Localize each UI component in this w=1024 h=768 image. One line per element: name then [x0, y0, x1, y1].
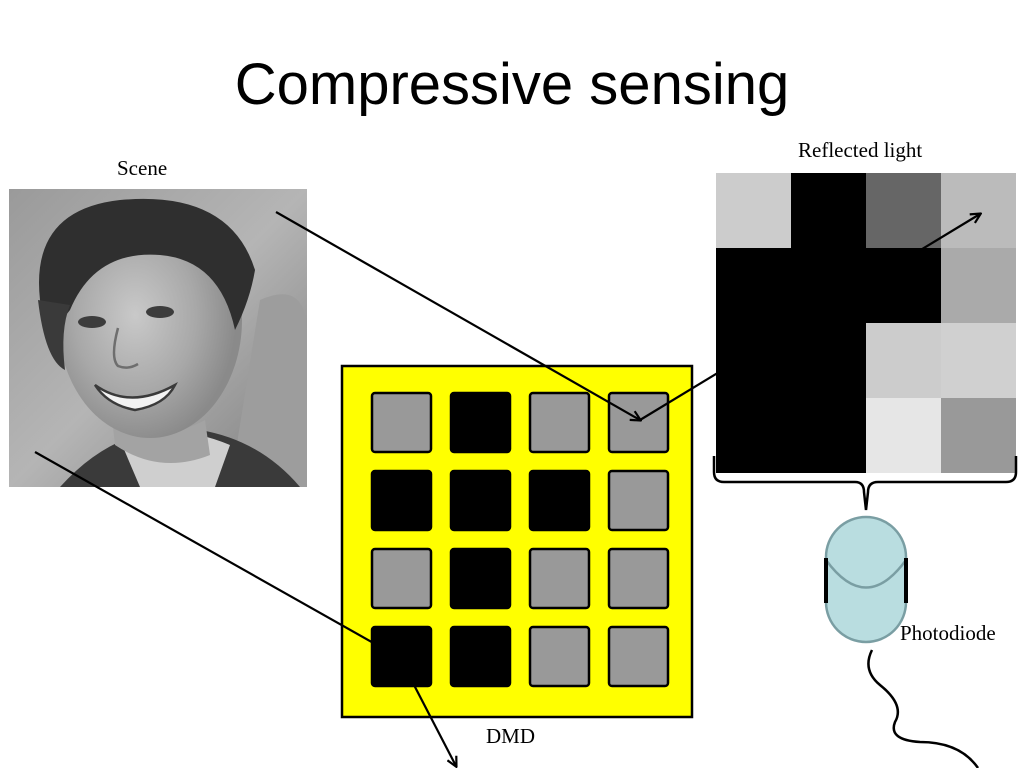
scene-photo — [9, 189, 307, 487]
slide-title: Compressive sensing — [234, 52, 790, 117]
dmd-mirror-grid — [370, 391, 670, 688]
reflected-light-cell — [791, 323, 866, 398]
dmd-mirror — [528, 547, 591, 610]
scene-label: Scene — [117, 156, 168, 180]
dmd-mirror — [370, 469, 433, 532]
dmd-mirror — [449, 547, 512, 610]
reflected-light-cell — [791, 173, 866, 248]
dmd-mirror — [528, 391, 591, 454]
dmd-mirror — [370, 391, 433, 454]
dmd-mirror — [607, 391, 670, 454]
ray-dmd-out — [399, 657, 456, 766]
photodiode-wire — [867, 649, 980, 768]
dmd-mirror — [449, 469, 512, 532]
reflected-light-cell — [791, 248, 866, 323]
reflected-light-cell — [941, 398, 1016, 473]
reflected-light-cell — [941, 323, 1016, 398]
reflected-light-cell — [716, 248, 791, 323]
dmd-mirror — [607, 469, 670, 532]
dmd-mirror — [607, 547, 670, 610]
reflected-light-cell — [941, 248, 1016, 323]
reflected-light-brace — [712, 456, 1018, 511]
reflected-light-label: Reflected light — [798, 138, 923, 162]
ray-scene-to-dmd-top — [275, 211, 640, 420]
dmd-label: DMD — [486, 724, 536, 748]
reflected-light-cell — [716, 173, 791, 248]
dmd-mirror — [528, 625, 591, 688]
dmd-mirror — [449, 625, 512, 688]
reflected-light-cell — [866, 398, 941, 473]
reflected-light-cell — [866, 173, 941, 248]
dmd-mirror — [607, 625, 670, 688]
ray-scene-to-dmd-bottom — [34, 451, 401, 659]
dmd-mirror — [370, 547, 433, 610]
reflected-light-cell — [791, 398, 866, 473]
dmd-mirror — [370, 625, 433, 688]
reflected-light-cell — [716, 398, 791, 473]
photodiode-label: Photodiode — [900, 621, 996, 645]
reflected-light-grid — [716, 173, 1016, 473]
dmd-mirror — [449, 391, 512, 454]
reflected-light-cell — [866, 323, 941, 398]
dmd-mirror — [528, 469, 591, 532]
ray-dmd-to-reflected — [639, 214, 980, 421]
reflected-light-cell — [941, 173, 1016, 248]
dmd — [340, 364, 694, 719]
photodiode — [824, 515, 908, 644]
